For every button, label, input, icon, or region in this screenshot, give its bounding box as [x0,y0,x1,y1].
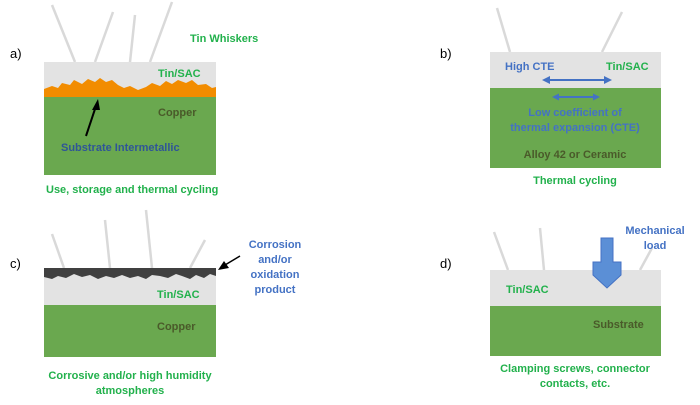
panel-a-copper-substrate [44,97,216,175]
panel-c-oxide-arrow [224,255,241,266]
panel-a-imc-arrow [85,105,97,137]
panel-b-caption: Thermal cycling [533,175,617,187]
panel-d-caption-2: contacts, etc. [540,378,610,390]
panel-c-copper-substrate [44,305,216,357]
panel-d-letter: d) [440,256,452,271]
panel-a-caption: Use, storage and thermal cycling [46,184,218,196]
panel-b-low-cte-arrow [552,93,600,101]
panel-d: d) Mechanical load Tin/SAC Substrate Cla… [440,225,685,390]
panel-c: c) Tin/SAC Copper Corrosion and/or oxida… [10,209,302,397]
panel-a-imc-arrowhead [92,99,100,110]
panel-a-substrate-label: Copper [158,107,197,119]
panel-d-caption-1: Clamping screws, connector [500,363,650,375]
panel-b-letter: b) [440,46,452,61]
panel-b-high-cte-arrow [542,76,612,84]
panel-c-oxide-label-1: Corrosion [249,239,302,251]
panel-c-oxide-label-3: oxidation [251,269,300,281]
panel-a-intermetallic [44,78,216,97]
panel-c-letter: c) [10,256,21,271]
panel-c-oxide-arrowhead [218,261,229,270]
panel-c-oxide-label-4: product [255,284,296,296]
panel-b-alloy-substrate [490,88,661,168]
panel-c-caption-1: Corrosive and/or high humidity [48,370,212,382]
panel-d-substrate-label: Substrate [593,319,644,331]
panel-c-caption-2: atmospheres [96,385,164,397]
panel-b-tin-label: Tin/SAC [606,61,649,73]
panel-d-load-arrow [592,237,622,289]
panel-a-whiskers [50,1,174,63]
panel-a-imc-label: Substrate Intermetallic [61,142,180,154]
panel-b: b) High CTE Tin/SAC Low coefficient of t… [440,7,661,187]
panel-a-whiskers-label: Tin Whiskers [190,33,258,45]
panel-d-load-label-1: Mechanical [625,225,684,237]
panel-d-load-label-2: load [644,240,667,252]
panel-d-tin-label: Tin/SAC [506,284,549,296]
panel-c-oxide-label-2: and/or [258,254,292,266]
panel-b-low-cte-label-1: Low coefficient of [528,107,622,119]
panel-b-low-cte-label-2: thermal expansion (CTE) [510,122,640,134]
panel-c-oxide-layer [44,268,216,279]
panel-d-tin-layer [490,270,661,306]
panel-a-tin-label: Tin/SAC [158,68,201,80]
panel-c-whiskers [50,209,207,269]
panel-d-whiskers [492,227,654,271]
panel-a-letter: a) [10,46,22,61]
panel-c-tin-label: Tin/SAC [157,289,200,301]
panel-b-high-cte-label: High CTE [505,61,555,73]
panel-b-substrate-label: Alloy 42 or Ceramic [524,149,627,161]
panel-b-whiskers [495,7,624,53]
panel-b-tin-layer [490,52,661,88]
panel-c-substrate-label: Copper [157,321,196,333]
panel-a: a) Tin Whiskers Tin/SAC Copper Substrate… [10,1,258,196]
panel-d-substrate [490,306,661,356]
